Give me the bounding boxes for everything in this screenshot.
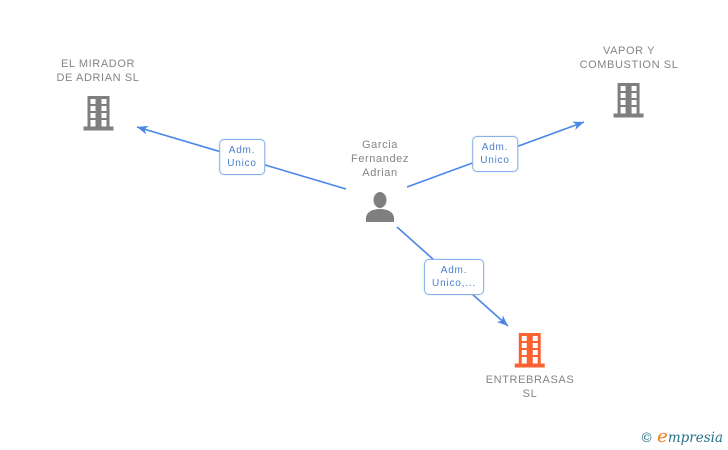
- company-building-icon-highlighted: [514, 333, 545, 368]
- edge-label-adm-unico-top-right: Adm. Unico: [472, 136, 518, 172]
- node-company-el-mirador-de-adrian[interactable]: EL MIRADOR DE ADRIAN SL: [56, 57, 139, 131]
- person-name-line: Garcia: [362, 139, 398, 151]
- edge-label-line: Adm.: [228, 145, 256, 156]
- company-name-line: COMBUSTION SL: [579, 59, 679, 71]
- company-building-icon: [82, 96, 113, 131]
- company-name-line: SL: [522, 388, 538, 400]
- person-name-line: Adrian: [362, 167, 398, 179]
- edge-label-line: Unico,...: [432, 278, 476, 289]
- edge-label-line: Adm.: [440, 265, 468, 276]
- node-company-vapor-y-combustion[interactable]: VAPOR Y COMBUSTION SL: [580, 44, 679, 118]
- company-name-line: ENTREBRASAS: [485, 374, 575, 386]
- person-name-line: Fernandez: [351, 153, 409, 165]
- logo-letter-e: e: [657, 426, 668, 447]
- edge-label-line: Unico: [480, 155, 510, 166]
- person-icon: [366, 192, 394, 222]
- company-name-line: DE ADRIAN SL: [56, 72, 140, 84]
- empresia-logo[interactable]: © e mpresia: [640, 426, 723, 447]
- copyright-icon: ©: [640, 431, 654, 446]
- edge-label-line: Unico: [227, 158, 257, 169]
- company-name-line: EL MIRADOR: [60, 58, 136, 70]
- logo-text: mpresia: [667, 430, 723, 446]
- edge-label-adm-unico-bottom: Adm. Unico,...: [424, 259, 484, 295]
- edge-label-line: Adm.: [481, 142, 509, 153]
- node-company-entrebrasas[interactable]: ENTREBRASAS SL: [486, 332, 575, 401]
- edge-label-adm-unico-top-left: Adm. Unico: [219, 139, 265, 175]
- company-building-icon: [614, 83, 644, 118]
- node-person-garcia-fernandez-adrian[interactable]: Garcia Fernandez Adrian: [351, 138, 409, 222]
- company-name-line: VAPOR Y: [602, 45, 656, 57]
